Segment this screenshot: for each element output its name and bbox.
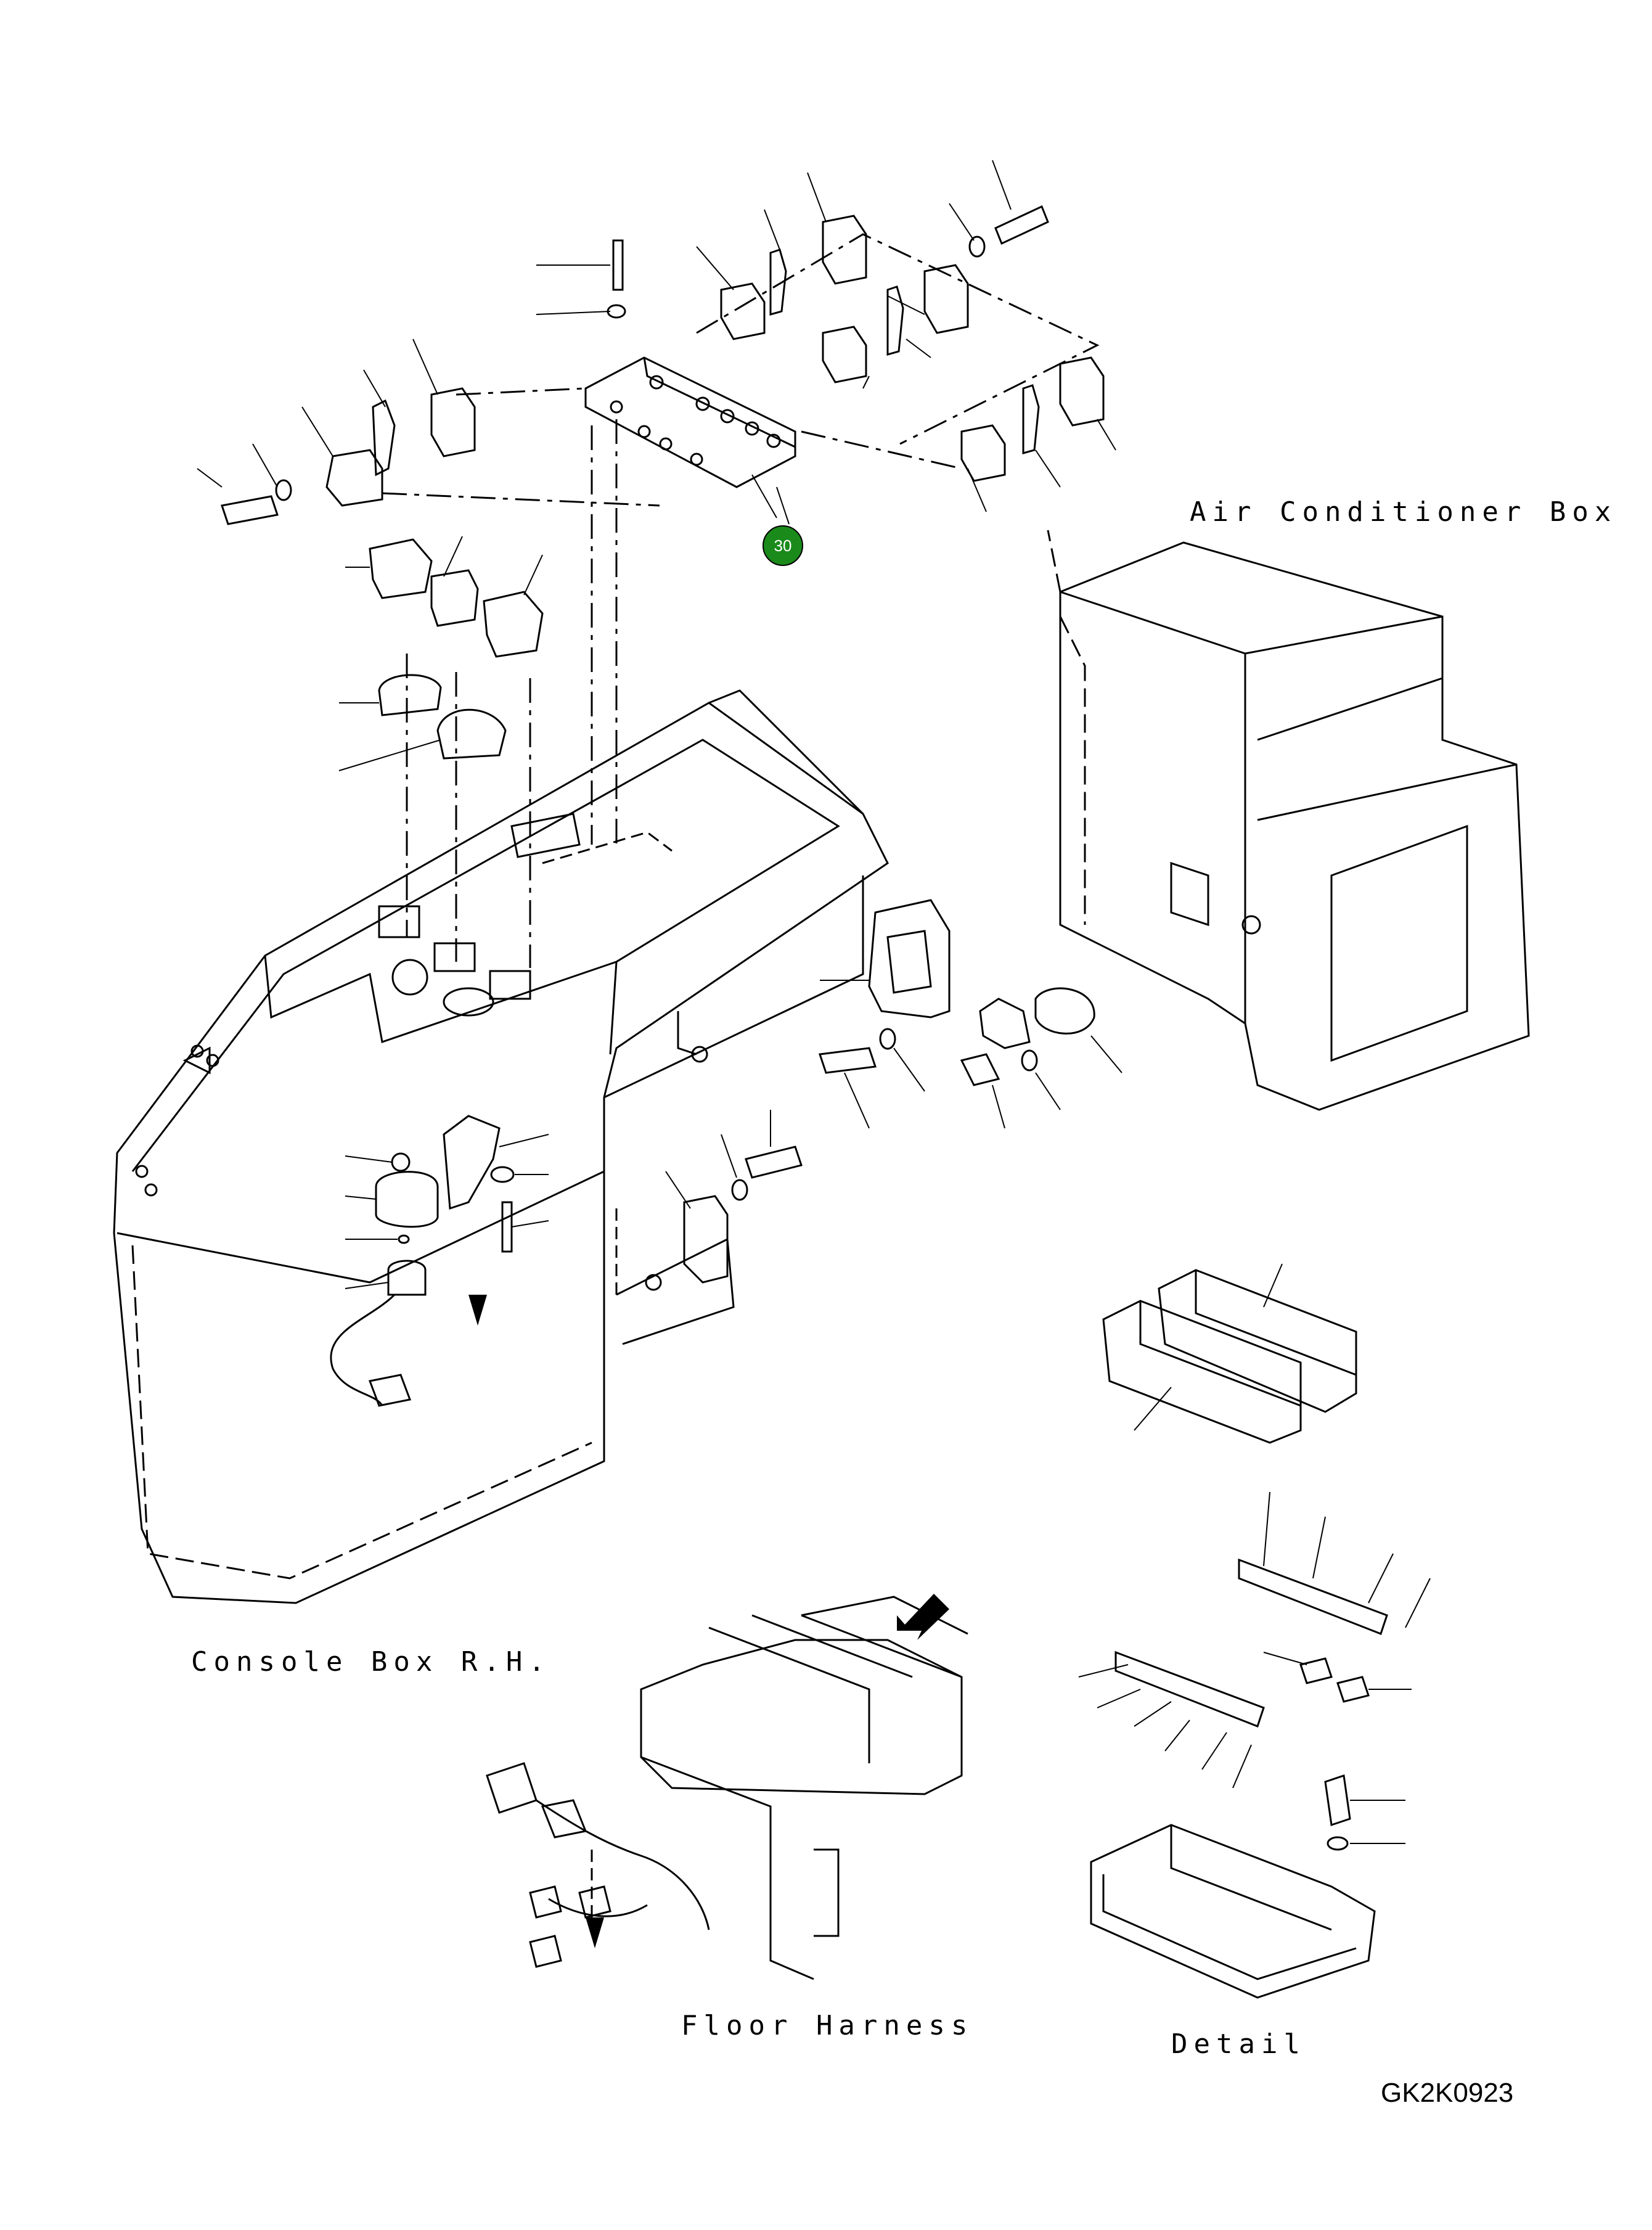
floor-harness bbox=[486, 1596, 968, 1980]
relay-dash-lines bbox=[382, 233, 1100, 968]
fuse-box-covers bbox=[1102, 1269, 1357, 1444]
relay-bracket bbox=[584, 356, 796, 488]
view-direction-arrow-icon bbox=[897, 1594, 949, 1640]
detail-label: Detail bbox=[1171, 2028, 1306, 2060]
fuse-strips bbox=[1114, 1558, 1388, 1728]
down-arrow-icon bbox=[468, 1295, 487, 1326]
console-box-label: Console Box R.H. bbox=[191, 1646, 551, 1678]
console-side-components bbox=[683, 899, 1095, 1284]
relays bbox=[325, 215, 1105, 507]
floor-harness-label: Floor Harness bbox=[681, 2010, 974, 2041]
drawing-code: GK2K0923 bbox=[1381, 2078, 1514, 2108]
leader-lines bbox=[197, 160, 1431, 1844]
potentiometer-assembly bbox=[330, 1115, 515, 1407]
rocker-switches bbox=[369, 538, 544, 760]
callout-number: 30 bbox=[774, 536, 792, 555]
air-conditioner-box bbox=[1047, 530, 1530, 1111]
fuse-box-base bbox=[1090, 1774, 1376, 1999]
console-box-body bbox=[113, 689, 889, 1604]
air-conditioner-box-label: Air Conditioner Box bbox=[1190, 496, 1617, 528]
callout-30[interactable]: 30 bbox=[763, 486, 803, 566]
down-arrow-icon bbox=[586, 1917, 604, 1948]
bolts-washers-top bbox=[221, 205, 1049, 525]
